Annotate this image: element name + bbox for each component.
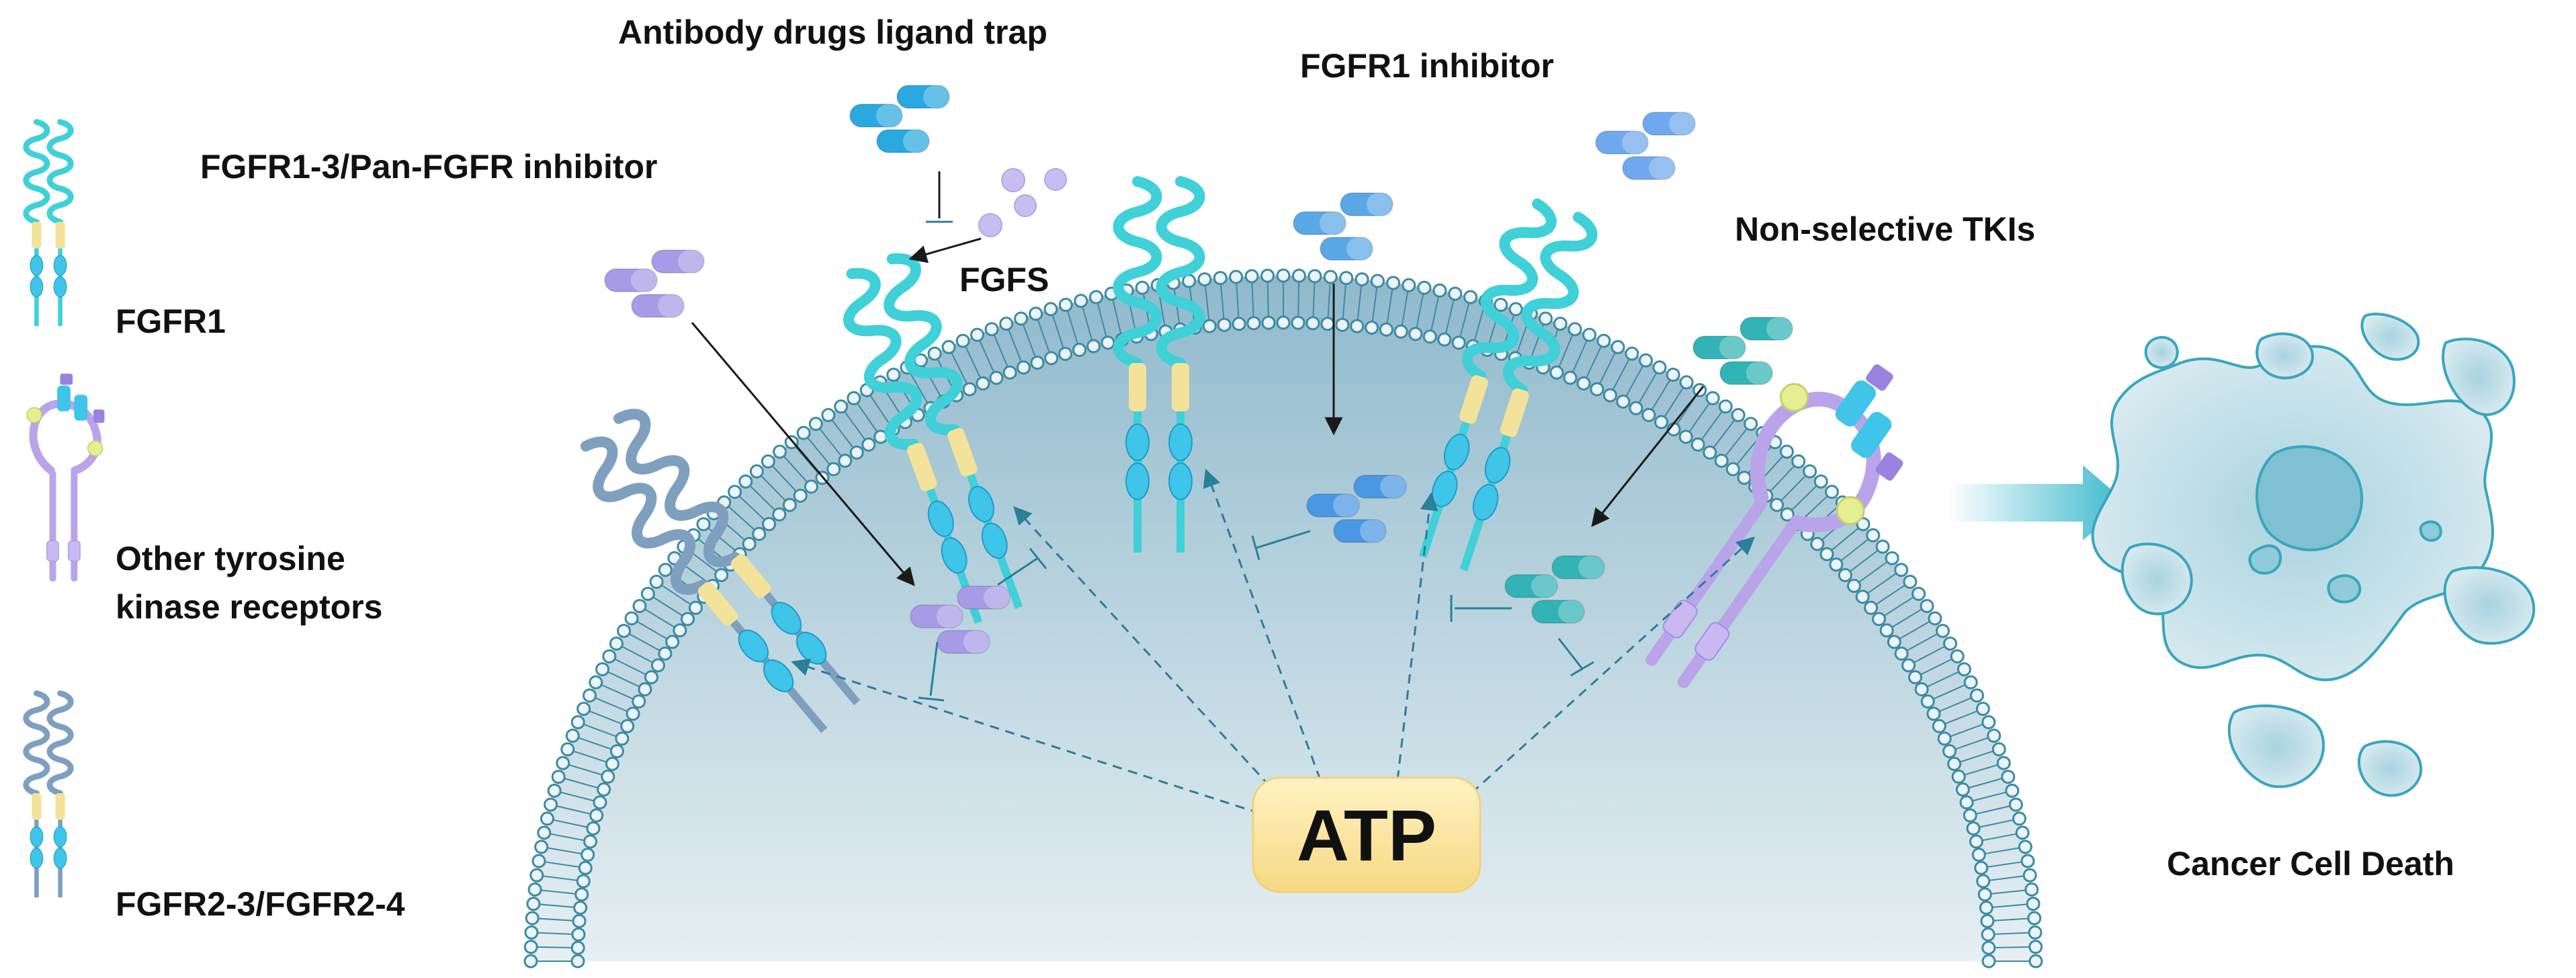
drug-fgfr1-outside (1293, 192, 1393, 261)
drug-molecules (604, 85, 1793, 654)
legend-fgfr2-receptor (23, 690, 74, 898)
label-antibody-drugs: Antibody drugs ligand trap (618, 13, 1047, 51)
legend-other-rtk-label-line1: Other tyrosine (116, 540, 345, 577)
fgf-ligands (978, 168, 1067, 237)
legend-fgfr2-shape (23, 690, 74, 898)
drug-antibody-trap (849, 85, 950, 153)
legend-other-rtk-shape (26, 373, 105, 581)
atp-arrows (791, 468, 1756, 815)
legend-fgfr1-receptor (23, 119, 74, 327)
drug-tki-outside (1692, 317, 1793, 385)
inhibition-arrows (691, 171, 1705, 702)
drug-pan-fgfr-outside (604, 249, 705, 318)
label-fgfs: FGFS (959, 261, 1049, 298)
label-non-selective-tkis: Non-selective TKIs (1735, 210, 2035, 248)
legend-fgfr1-shape (23, 119, 74, 327)
receptor-fgfr1-center (1113, 176, 1205, 553)
drug-pan-fgfr-inside (910, 585, 1011, 654)
label-pan-fgfr-inhibitor: FGFR1-3/Pan-FGFR inhibitor (200, 148, 658, 186)
label-cancer-cell-death: Cancer Cell Death (2167, 845, 2454, 883)
cancer-cell (2091, 313, 2536, 797)
atp-box: ATP (1252, 776, 1482, 893)
drug-fgfr1-top (1595, 112, 1696, 180)
receptor-fgfr1-right (1418, 198, 1598, 571)
drug-tki-inside (1504, 555, 1605, 624)
legend-fgfr1-label: FGFR1 (116, 302, 226, 340)
legend-other-rtk-label-line2: kinase receptors (116, 588, 382, 626)
atp-label: ATP (1297, 794, 1436, 876)
receptor-fgfr2-left (580, 409, 861, 733)
legend-fgfr2-label: FGFR2-3/FGFR2-4 (116, 885, 405, 923)
drug-fgfr1-inside (1306, 475, 1407, 543)
label-fgfr1-inhibitor: FGFR1 inhibitor (1300, 47, 1554, 85)
result-arrow (1948, 465, 2127, 540)
cell-membrane (523, 268, 2043, 969)
